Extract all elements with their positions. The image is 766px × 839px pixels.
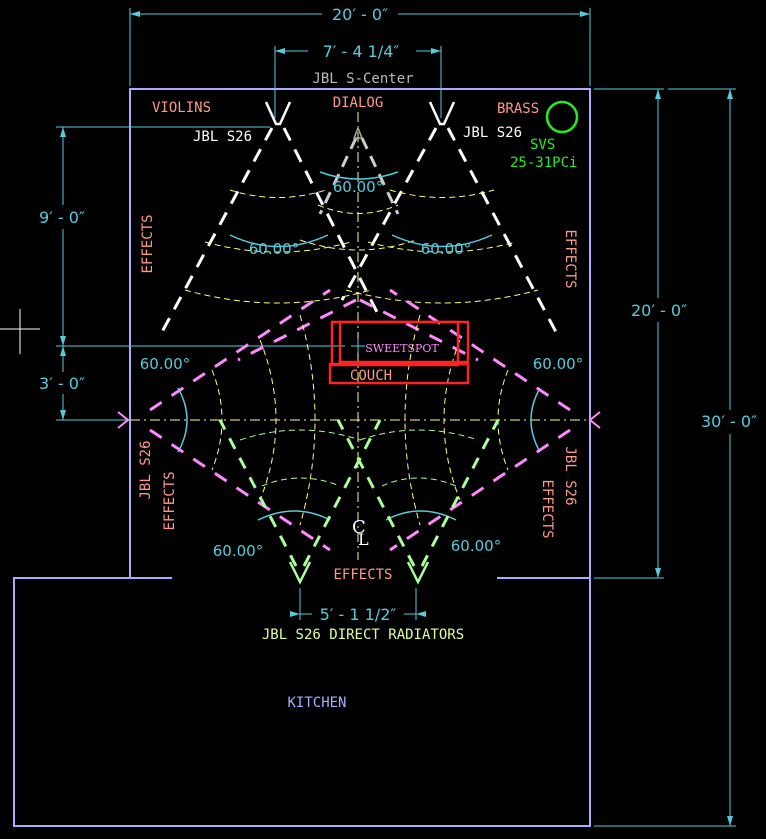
subwoofer-brand-label: SVS bbox=[530, 137, 555, 153]
side-right-speaker-label: JBL S26 bbox=[562, 446, 578, 505]
subwoofer-icon bbox=[545, 100, 579, 134]
rear-left-angle-label: 60.00° bbox=[213, 542, 263, 560]
rear-effects-label: EFFECTS bbox=[333, 567, 392, 583]
front-spacing-dimension: 7′ - 4 1/4″ bbox=[323, 42, 400, 61]
subwoofer-model-label: 25-31PCi bbox=[510, 155, 577, 171]
center-speaker-icon bbox=[352, 125, 364, 139]
angle-arcs bbox=[177, 171, 541, 521]
centerline-l: L bbox=[358, 530, 369, 549]
rear-speakers-label: JBL S26 DIRECT RADIATORS bbox=[262, 627, 464, 643]
brass-label: BRASS bbox=[497, 101, 539, 117]
front-right-speaker-label: JBL S26 bbox=[463, 125, 522, 141]
effects-right-label: EFFECTS bbox=[562, 229, 578, 288]
front-right-angle-label: 60.00° bbox=[421, 240, 471, 258]
centerline-c: C bbox=[352, 517, 366, 538]
overall-length-dimension: 30′ - 0″ bbox=[701, 412, 757, 431]
dimension-lines bbox=[56, 8, 736, 827]
dimension-texts: 20′ - 0″ 7′ - 4 1/4″ 9′ - 0″ 3′ - 0″ 20′… bbox=[26, 4, 764, 624]
dimension-arrows bbox=[60, 11, 733, 826]
sweetspot-boxes bbox=[328, 320, 470, 385]
side-right-angle-label: 60.00° bbox=[533, 355, 583, 373]
center-speaker-dispersion bbox=[318, 137, 400, 215]
dispersion-arcs bbox=[184, 189, 539, 304]
rear-dispersion-arcs bbox=[239, 429, 479, 487]
side-dispersion-arcs bbox=[211, 314, 509, 526]
rear-dispersion-edges bbox=[218, 419, 500, 567]
rear-spacing-dimension: 5′ - 1 1/2″ bbox=[320, 605, 397, 624]
side-left-speaker-label: JBL S26 bbox=[138, 440, 154, 499]
front-dispersion-edges bbox=[160, 127, 558, 333]
violins-label: VIOLINS bbox=[152, 100, 211, 116]
side-left-angle-label: 60.00° bbox=[140, 355, 190, 373]
front-left-speaker-label: JBL S26 bbox=[193, 129, 252, 145]
rear-speaker-markers bbox=[288, 561, 430, 585]
centerline-symbol: C L bbox=[352, 517, 369, 549]
center-angle-label: 60.00° bbox=[333, 178, 383, 196]
sweetspot-label: SWEETSPOT bbox=[365, 342, 439, 355]
dialog-label: DIALOG bbox=[333, 95, 384, 111]
overall-width-dimension: 20′ - 0″ bbox=[332, 5, 388, 24]
front-to-sweetspot-dimension: 9′ - 0″ bbox=[39, 208, 85, 227]
crosshair-cursor-icon bbox=[0, 309, 40, 354]
center-speaker-label: JBL S-Center bbox=[312, 71, 413, 87]
angle-texts: 60.00° 60.00° 60.00° 60.00° 60.00° 60.00… bbox=[140, 178, 583, 560]
side-right-effects-label: EFFECTS bbox=[539, 479, 555, 538]
couch-label: COUCH bbox=[350, 368, 392, 384]
side-speaker-markers bbox=[117, 411, 601, 429]
speaker-markers bbox=[264, 101, 456, 126]
room-walls bbox=[13, 88, 591, 827]
sweetspot-to-sides-dimension: 3′ - 0″ bbox=[39, 374, 85, 393]
sweetspot-cross-icon bbox=[351, 339, 365, 353]
kitchen-label: KITCHEN bbox=[287, 695, 346, 711]
side-left-effects-label: EFFECTS bbox=[162, 471, 178, 530]
front-left-angle-label: 60.00° bbox=[249, 240, 299, 258]
rear-right-angle-label: 60.00° bbox=[451, 537, 501, 555]
room-length-dimension: 20′ - 0″ bbox=[631, 301, 687, 320]
effects-left-label: EFFECTS bbox=[140, 214, 156, 273]
